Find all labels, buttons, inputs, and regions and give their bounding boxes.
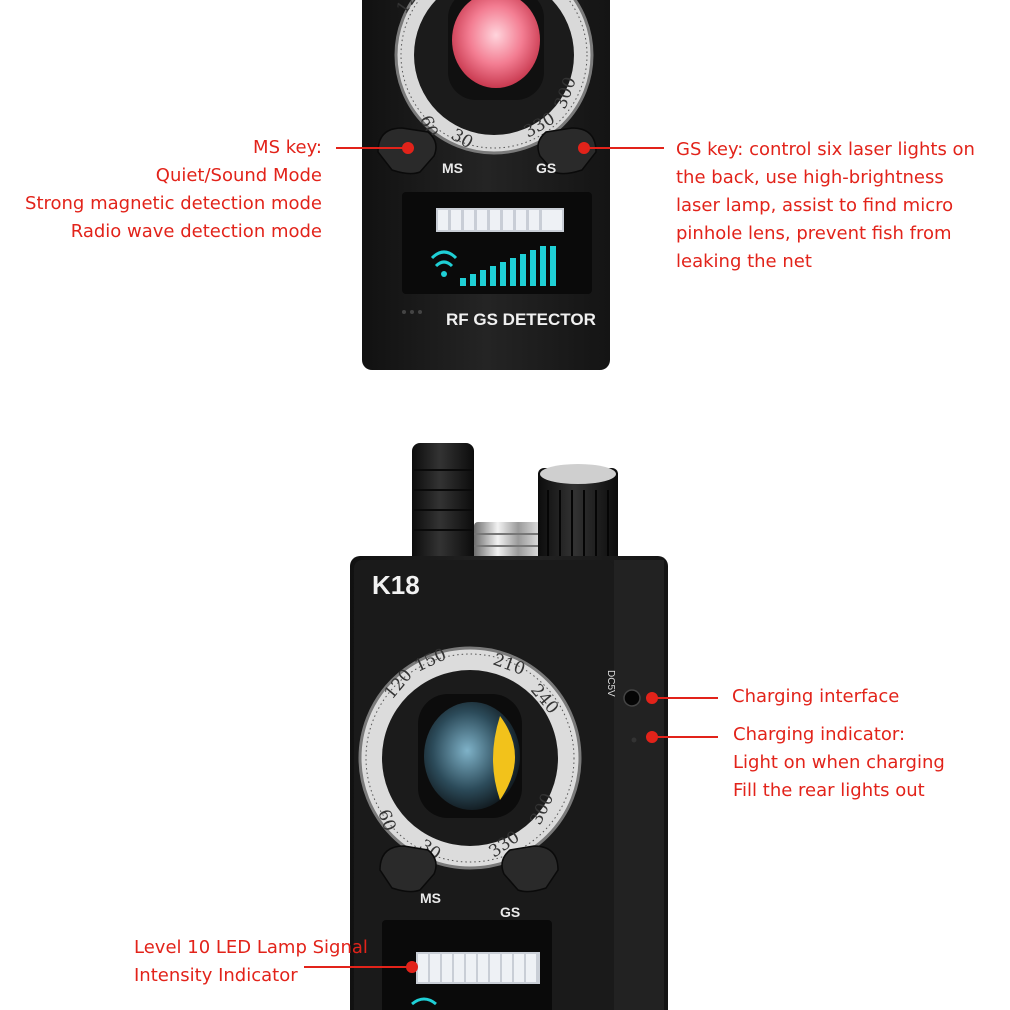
top-signal-indicator [430,246,556,286]
annotation-line: pinhole lens, prevent fish from [676,223,952,244]
top-ms-label: MS [442,160,463,176]
dc-label: DC5V [605,670,616,697]
annotation-line: Quiet/Sound Mode [155,165,322,186]
bottom-led-bar [416,952,540,984]
device-side-panel [614,560,664,1010]
top-panel-caption: RF GS DETECTOR [446,310,596,329]
annotation-line: Charging interface [732,686,900,707]
charging-led [631,737,637,743]
annotation-line: laser lamp, assist to find micro [676,195,954,216]
annotation-line: MS key: [253,137,322,158]
bottom-ms-button [379,845,437,893]
callout-lines [304,142,718,973]
annotation-line: Fill the rear lights out [733,780,925,801]
charging-port [623,689,641,707]
charging-interface-dot [646,692,658,704]
ms-key-annotation: MS key: Quiet/Sound Mode Strong magnetic… [20,134,322,246]
bottom-signal-indicator [411,997,437,1006]
antenna [412,443,474,568]
led-indicator-annotation: Level 10 LED Lamp Signal Intensity Indic… [134,934,368,990]
top-knob [538,468,618,576]
bottom-ms-label: MS [420,890,441,906]
model-label: K18 [372,570,420,600]
top-screen-panel [402,192,592,294]
charging-interface-annotation: Charging interface [732,683,899,711]
top-detector-device: 120 60 30 330 300 MS GS [362,0,610,370]
top-lens [452,0,540,88]
gs-callout-dot [578,142,590,154]
bottom-detector-device: K18 DC5V 120 150 210 240 60 30 330 300 M… [350,443,668,1010]
bottom-gs-button [501,845,559,893]
annotation-line: GS key: control six laser lights on [676,139,975,160]
ms-callout-dot [402,142,414,154]
charging-indicator-annotation: Charging indicator: Light on when chargi… [733,721,945,805]
bottom-gs-label: GS [500,904,520,920]
annotation-line: Level 10 LED Lamp Signal [134,937,368,958]
annotation-line: Charging indicator: [733,724,906,745]
speaker-dots [402,310,422,314]
gs-key-annotation: GS key: control six laser lights on the … [676,136,975,276]
annotation-line: Radio wave detection mode [70,221,322,242]
annotation-line: the back, use high-brightness [676,167,944,188]
charging-indicator-dot [646,731,658,743]
annotation-line: Light on when charging [733,752,945,773]
lens-reflection [493,716,515,800]
top-gs-label: GS [536,160,556,176]
top-led-bar [436,208,564,232]
annotation-line: leaking the net [676,251,812,272]
annotation-line: Intensity Indicator [134,965,298,986]
led-callout-dot [406,961,418,973]
annotation-line: Strong magnetic detection mode [25,193,322,214]
top-gs-button [537,127,597,175]
